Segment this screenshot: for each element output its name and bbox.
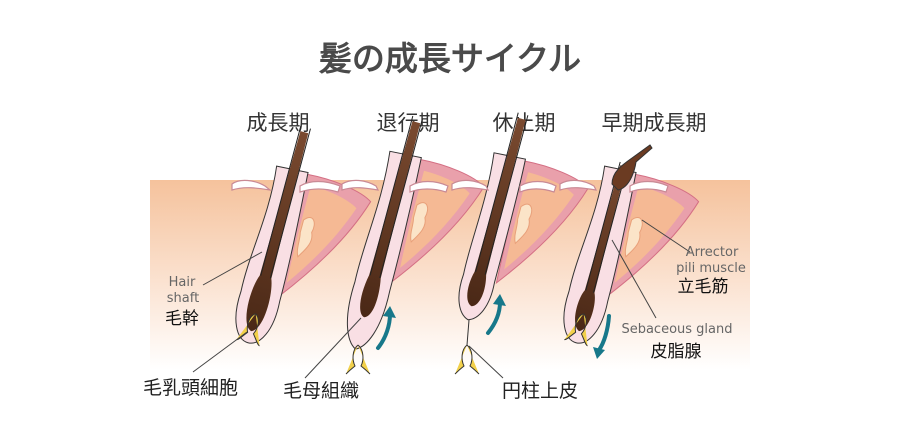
arrector-label-en-2: pili muscle (676, 261, 746, 276)
columnar-epithelium-label: 円柱上皮 (502, 380, 578, 402)
downward-arrow-early-anagen (597, 314, 611, 352)
arrowhead-catagen (383, 306, 396, 318)
hair-shaft-label-jp: 毛幹 (165, 308, 199, 329)
follicle-anagen (235, 125, 374, 347)
sebaceous-label-en: Sebaceous gland (621, 322, 732, 337)
diagram-title: 髪の成長サイクル (319, 39, 581, 78)
follicle-catagen (346, 115, 488, 350)
skin-surface (231, 179, 669, 193)
shedding-hair (611, 144, 653, 191)
sebaceous-label-jp: 皮脂腺 (651, 342, 702, 362)
papilla-catagen (345, 344, 371, 375)
follicle-telogen (458, 112, 592, 321)
hair-matrix-label: 毛母組織 (283, 380, 359, 402)
arrector-label-jp: 立毛筋 (678, 277, 729, 297)
hair-shaft-label-en-2: shaft (167, 291, 199, 306)
leader-lines (192, 219, 691, 379)
phase-catagen-label: 退行期 (377, 111, 440, 135)
arrector-label-en-1: Arrector (686, 245, 739, 260)
arrowhead-telogen (493, 294, 506, 306)
phase-anagen-label: 成長期 (247, 111, 310, 135)
arrowhead-early-anagen (593, 347, 605, 359)
follicle-early-anagen (563, 161, 702, 347)
hair-shaft-label-en-1: Hair (169, 275, 196, 290)
dermal-papilla-label: 毛乳頭細胞 (143, 377, 238, 399)
papilla-telogen (454, 344, 480, 375)
phase-early-anagen-label: 早期成長期 (602, 111, 707, 135)
